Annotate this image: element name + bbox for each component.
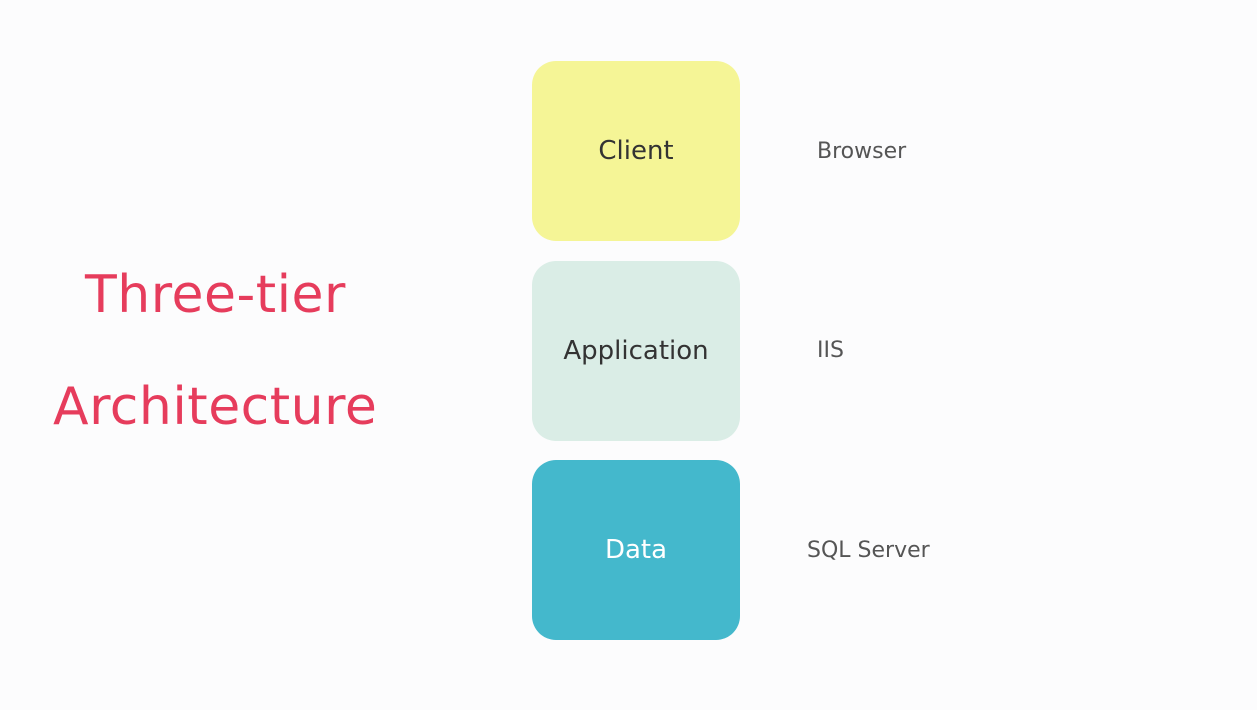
tier-label-application: Application <box>563 336 709 366</box>
title-line-2: Architecture <box>53 377 378 437</box>
tier-label-client: Client <box>598 136 674 166</box>
tier-tech-data: SQL Server <box>807 538 930 563</box>
tier-tech-application: IIS <box>817 338 844 363</box>
tier-tech-client: Browser <box>817 139 907 164</box>
title-line-1: Three-tier <box>85 265 346 325</box>
tier-box-application: Application <box>532 261 740 441</box>
tier-label-data: Data <box>604 535 668 565</box>
tier-box-data: Data <box>532 460 740 640</box>
tier-box-client: Client <box>532 61 740 241</box>
